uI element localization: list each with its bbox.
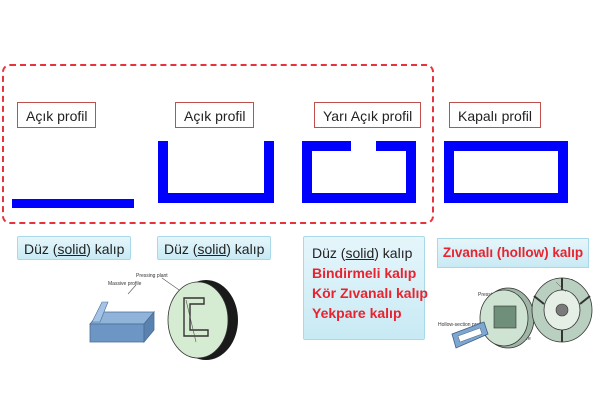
profile-label-semi-open: Yarı Açık profil [314,102,422,128]
pressing-plant-label: Pressing plant [136,273,168,279]
open-profiles-group-frame [2,64,434,224]
die-variant-1: Bindirmeli kalıp [312,265,417,281]
u-channel-profile [158,141,274,203]
die-type-solid-1: Düz (solid) kalıp [17,236,132,260]
profile-label-open-1: Açık profil [17,102,97,128]
die-type-solid-2: Düz (solid) kalıp [157,236,272,260]
die-variant-3: Yekpare kalıp [312,305,402,321]
profile-label-open-2: Açık profil [175,102,255,128]
hollow-section-label: Hollow-section profile [438,322,486,328]
solid-die-illustration: Massive profile Pressing plant [89,273,238,360]
die-type-solid-3-title: Düz (solid) kalıp [312,245,413,261]
closed-box-profile [444,141,568,203]
semi-open-profile [302,141,416,203]
profile-label-closed: Kapalı profil [449,102,541,128]
flat-bar-profile [12,199,134,208]
die-variant-2: Kör Zıvanalı kalıp [312,285,428,301]
hollow-die-illustration: Pressing tool Bridges Hollow-section pro… [438,277,593,349]
massive-profile-label: Massive profile [108,281,142,287]
die-type-hollow: Zıvanalı (hollow) kalıp [437,238,589,268]
die-type-solid-3: Düz (solid) kalıp Bindirmeli kalıp Kör Z… [303,236,428,340]
